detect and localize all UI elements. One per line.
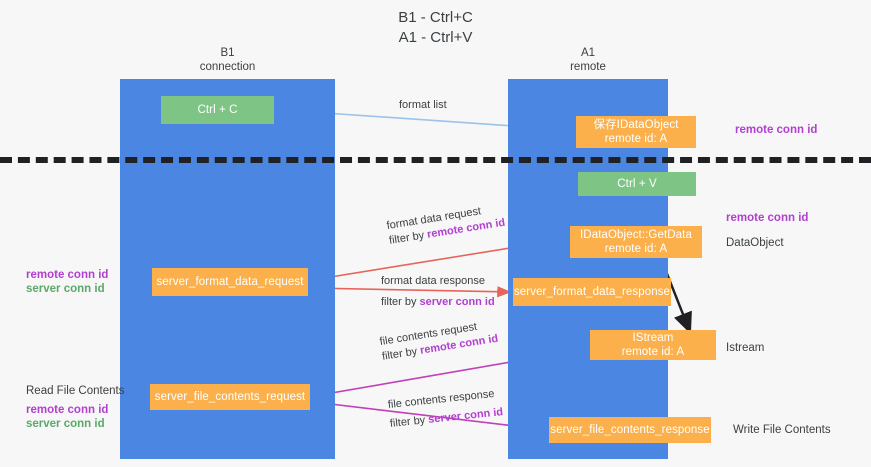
- node-ctrl-c-label: Ctrl + C: [197, 104, 238, 116]
- annotation-read-file-contents: Read File Contents: [26, 385, 125, 397]
- node-save-idataobject[interactable]: 保存IDataObject remote id: A: [576, 116, 696, 148]
- annotation-dataobject: DataObject: [726, 237, 784, 249]
- annotation-remote-conn-id-mid: remote conn id: [726, 212, 809, 224]
- node-save-idataobject-line1: 保存IDataObject: [593, 119, 679, 131]
- edge-label-format-data-response-line2: filter by server conn id: [381, 295, 495, 310]
- column-header-b1-name: B1: [220, 47, 235, 59]
- edge-label-format-list-text: format list: [399, 99, 447, 111]
- annotation-server-conn-id-left: server conn id: [26, 283, 105, 295]
- node-server-file-contents-response[interactable]: server_file_contents_response: [549, 417, 711, 443]
- node-ctrl-c[interactable]: Ctrl + C: [161, 96, 274, 124]
- node-ctrl-v-label: Ctrl + V: [617, 178, 657, 190]
- node-istream-line2: remote id: A: [621, 346, 685, 358]
- title-line-1: B1 - Ctrl+C: [398, 9, 473, 26]
- column-header-a1: A1 remote: [508, 46, 668, 74]
- node-ctrl-v[interactable]: Ctrl + V: [578, 172, 696, 196]
- node-server-file-contents-request-label: server_file_contents_request: [154, 391, 306, 403]
- node-server-format-data-response[interactable]: server_format_data_response: [513, 278, 671, 306]
- node-idataobject-getdata[interactable]: IDataObject::GetData remote id: A: [570, 226, 702, 258]
- annotation-remote-conn-id-left-2: remote conn id: [26, 404, 109, 416]
- node-istream[interactable]: IStream remote id: A: [590, 330, 716, 360]
- node-server-format-data-request[interactable]: server_format_data_request: [152, 268, 308, 296]
- node-server-format-data-request-label: server_format_data_request: [156, 276, 304, 288]
- node-istream-line1: IStream: [632, 332, 674, 344]
- filter-prefix: filter by: [389, 413, 429, 430]
- title-line-2: A1 - Ctrl+V: [398, 29, 473, 46]
- annotation-server-conn-id-left-2: server conn id: [26, 418, 105, 430]
- annotation-remote-conn-id-left: remote conn id: [26, 269, 109, 281]
- column-header-a1-role: remote: [570, 61, 606, 73]
- column-header-b1: B1 connection: [120, 46, 335, 74]
- filter-prefix: filter by: [381, 296, 420, 308]
- node-server-file-contents-request[interactable]: server_file_contents_request: [150, 384, 310, 410]
- filter-key-server-conn-id: server conn id: [419, 296, 495, 308]
- edge-label-format-data-response-line1: format data response: [381, 275, 485, 287]
- annotation-istream: Istream: [726, 342, 765, 354]
- node-save-idataobject-line2: remote id: A: [604, 133, 668, 145]
- node-server-file-contents-response-label: server_file_contents_response: [550, 424, 710, 436]
- column-header-a1-name: A1: [580, 47, 596, 59]
- edge-label-format-list: format list: [399, 98, 447, 113]
- arrow-format-data-response: [311, 286, 512, 298]
- edge-label-format-data-response: format data response filter by server co…: [381, 274, 495, 310]
- column-header-b1-role: connection: [199, 61, 256, 73]
- node-server-format-data-response-label: server_format_data_response: [513, 286, 671, 298]
- node-idataobject-getdata-line1: IDataObject::GetData: [580, 229, 692, 241]
- node-idataobject-getdata-line2: remote id: A: [604, 243, 668, 255]
- annotation-write-file-contents: Write File Contents: [733, 424, 831, 436]
- annotation-remote-conn-id-top: remote conn id: [735, 124, 818, 136]
- diagram-title: B1 - Ctrl+C A1 - Ctrl+V: [0, 8, 871, 48]
- phase-divider: [0, 157, 871, 163]
